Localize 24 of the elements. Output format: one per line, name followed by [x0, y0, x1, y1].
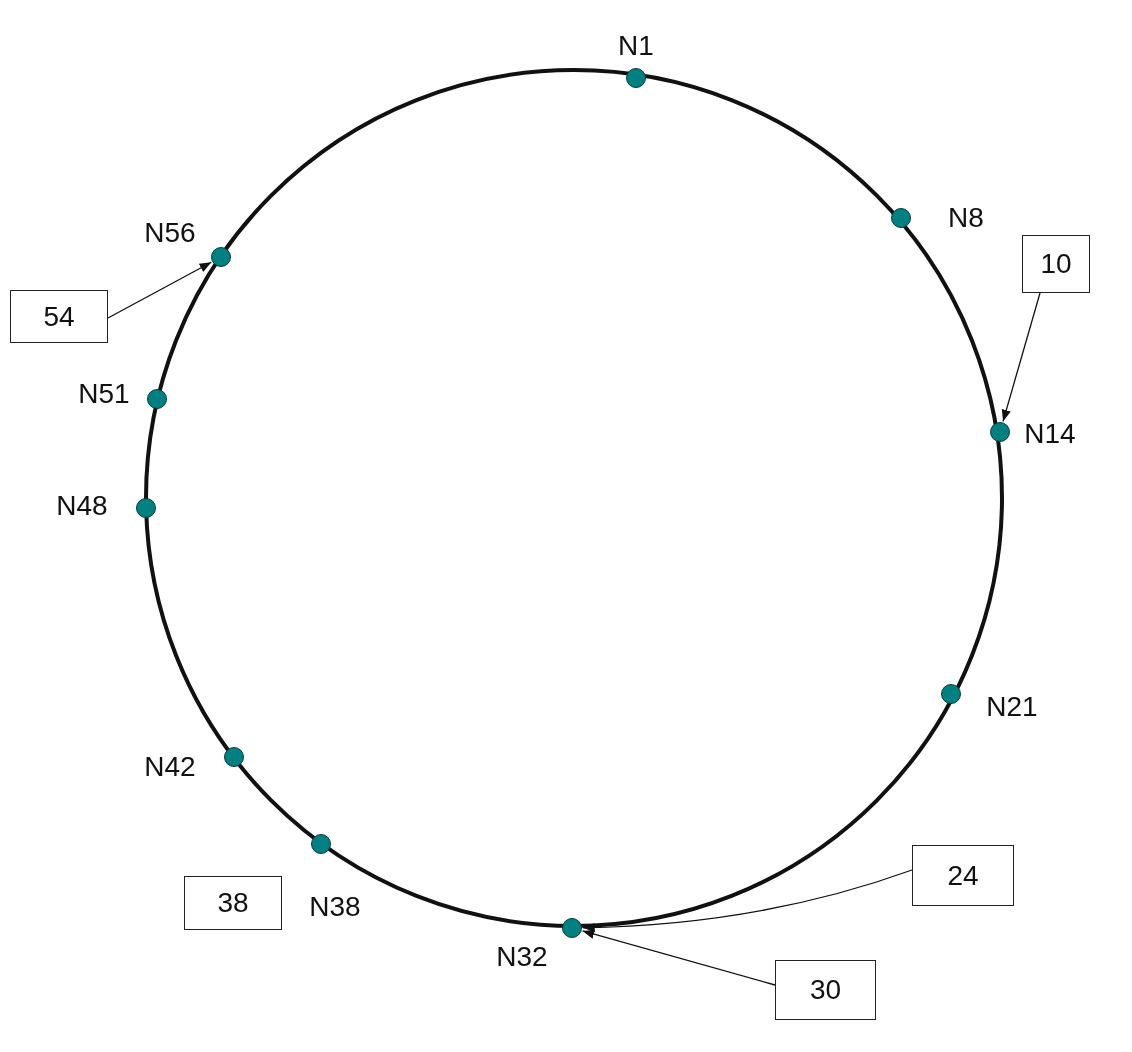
- node-label: N14: [1023, 418, 1077, 450]
- node-label: N32: [495, 941, 549, 973]
- key-label: 30: [809, 974, 842, 1006]
- node-label: N1: [617, 30, 655, 62]
- arrow: [1001, 292, 1041, 423]
- key-box: [1022, 235, 1090, 293]
- arrow: [581, 929, 776, 986]
- node-label: N8: [947, 202, 985, 234]
- key-label: 24: [947, 859, 979, 892]
- node-label: N42: [143, 751, 197, 783]
- key-label: 38: [217, 887, 249, 919]
- node-label: N21: [985, 691, 1039, 723]
- node-label: N48: [55, 490, 109, 522]
- key-label: 54: [43, 300, 75, 333]
- arrow: [582, 869, 913, 933]
- node-label: N38: [308, 891, 362, 923]
- node-label: N56: [143, 217, 197, 249]
- arrow: [107, 261, 212, 319]
- key-box: [775, 960, 876, 1020]
- node-label: N51: [77, 378, 131, 410]
- key-box: [10, 290, 108, 343]
- key-label: 10: [1040, 248, 1072, 280]
- key-box: [912, 845, 1014, 906]
- key-box: [184, 876, 282, 930]
